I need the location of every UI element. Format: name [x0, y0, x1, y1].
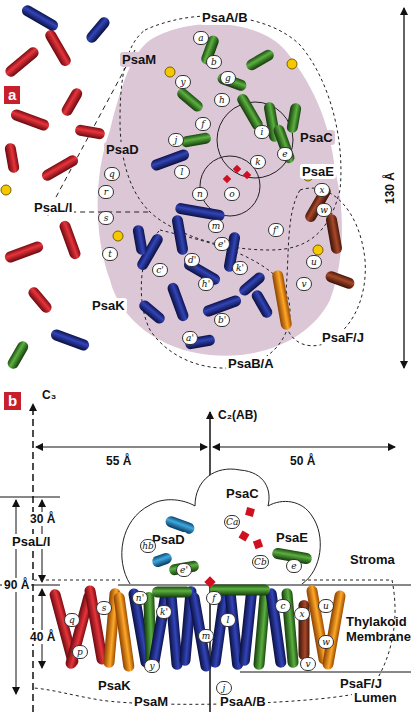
helix-letter: k	[250, 155, 266, 169]
helix-letter: l	[220, 613, 236, 627]
helix-letter: m	[198, 629, 214, 643]
helix-letter: c	[275, 599, 291, 613]
subunit-label: Lumen	[352, 690, 399, 705]
helix-letter: o	[224, 187, 240, 201]
subunit-label: PsaE	[274, 530, 310, 545]
panel-letter: a	[4, 86, 20, 104]
subunit-label: PsaL/I	[32, 200, 74, 215]
dimension-label: 130 Å	[383, 170, 397, 206]
helix-letter: y	[175, 75, 191, 89]
dimension-label: 40 Å	[28, 630, 57, 644]
helix-letter: e	[286, 559, 302, 573]
helix-letter: n'	[132, 591, 148, 605]
helix-letter: k'	[232, 261, 248, 275]
helix-letter: q	[104, 167, 120, 181]
helix-letter: u	[318, 599, 334, 613]
helix-letter: j	[216, 681, 232, 695]
helix-letter: e'	[176, 563, 192, 577]
helix-letter: b	[206, 55, 222, 69]
helix-letter: Ca	[224, 515, 240, 529]
subunit-label: PsaC	[224, 486, 261, 501]
helix-letter: j	[168, 133, 184, 147]
helix-letter: f	[195, 117, 211, 131]
dimension-label: 50 Å	[288, 454, 317, 468]
helix-letter: k'	[156, 605, 172, 619]
subunit-label: PsaM	[120, 52, 158, 67]
region-label: Thylakoid Membrane	[346, 614, 408, 644]
helix-letter: v	[296, 277, 312, 291]
helix-letter: w	[316, 203, 332, 217]
helix-letter: w	[318, 635, 334, 649]
helix-letter: q	[64, 613, 80, 627]
helix-letter: Cb	[252, 555, 269, 569]
subunit-label: PsaM	[132, 694, 170, 709]
dimension-label: 90 Å	[2, 578, 31, 592]
helix-letter: a	[193, 31, 209, 45]
dimension-label: C₂(AB)	[216, 408, 259, 422]
subunit-label: PsaK	[90, 298, 127, 313]
helix-letter: h	[214, 93, 230, 107]
subunit-label: PsaC	[298, 130, 335, 145]
helix-letter: u	[306, 255, 322, 269]
helix-letter: e'	[214, 237, 230, 251]
helix-letter: g	[220, 71, 236, 85]
helix-letter: b'	[214, 313, 230, 327]
subunit-label: PsaF/J	[320, 330, 366, 345]
helix-letter: x	[314, 183, 330, 197]
helix-letter: d'	[184, 253, 200, 267]
helix-letter: i	[254, 125, 270, 139]
dimension-label: 30 Å	[28, 512, 57, 526]
subunit-label: PsaE	[300, 164, 336, 179]
subunit-label: PsaA/B	[200, 10, 250, 25]
helix-letter: y	[144, 659, 160, 673]
helix-letter: f	[206, 591, 222, 605]
helix-letter: h'	[198, 277, 214, 291]
helix-letter: l	[174, 165, 190, 179]
subunit-label: PsaA/B	[218, 694, 268, 709]
subunit-label: PsaB/A	[226, 356, 276, 371]
helix-letter: t	[102, 247, 118, 261]
helix-letter: n	[192, 187, 208, 201]
helix-letter: f'	[268, 223, 284, 237]
helix-letter: v	[300, 657, 316, 671]
subunit-label: Stroma	[348, 552, 397, 567]
helix-letter: e	[277, 147, 293, 161]
helix-letter: hb	[140, 539, 156, 553]
subunit-label: PsaK	[96, 678, 133, 693]
helix-letter: c'	[152, 263, 168, 277]
helix-letter: s	[98, 211, 114, 225]
helix-letter: x	[294, 607, 310, 621]
panel-letter: b	[4, 392, 21, 410]
helix-letter: s	[96, 601, 112, 615]
helix-letter: r	[98, 185, 114, 199]
helix-letter: m	[208, 219, 224, 233]
dimension-label: 55 Å	[104, 454, 133, 468]
subunit-label: PsaL/I	[10, 534, 52, 549]
subunit-label: PsaF/J	[338, 676, 384, 691]
subunit-label: PsaD	[104, 142, 141, 157]
helix-letter: p	[72, 645, 88, 659]
helix-letter: a'	[182, 331, 198, 345]
dimension-label: C₃	[40, 388, 58, 402]
